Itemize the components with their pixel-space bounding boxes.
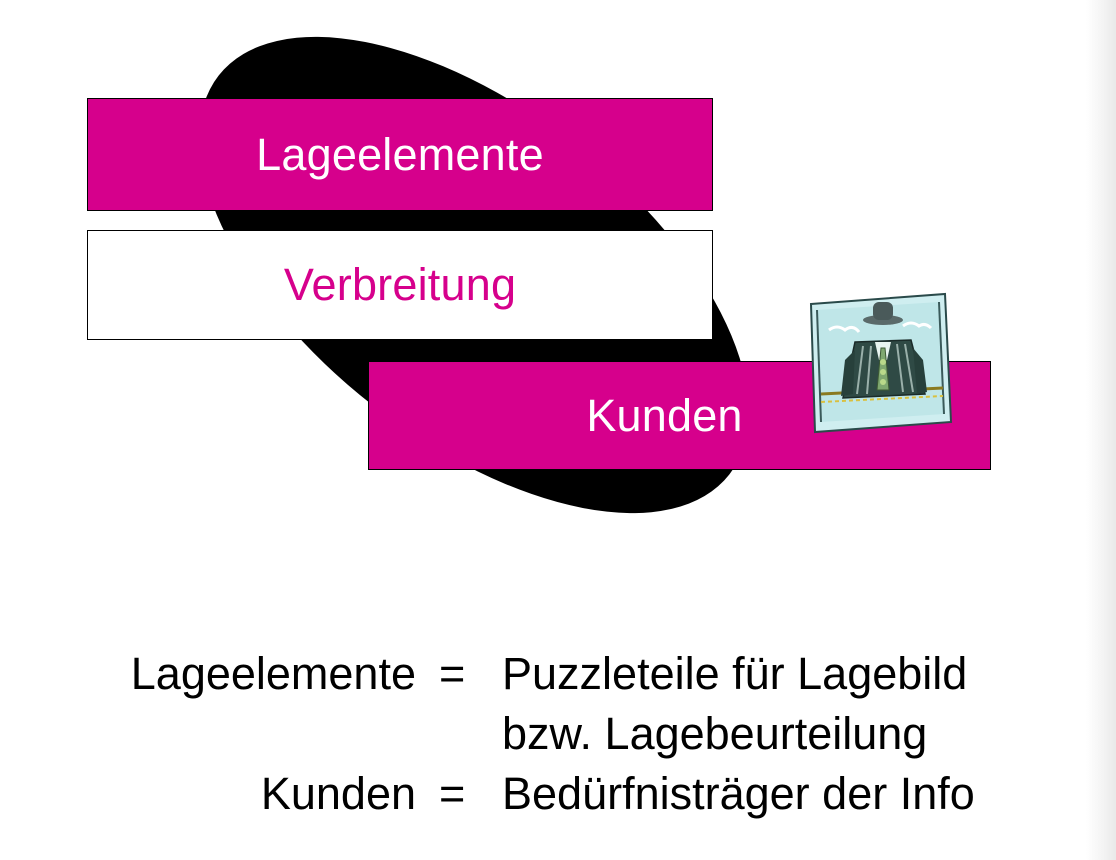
legend-row-kunden: Kunden = Bedürfnisträger der Info [0,768,1116,828]
box-kunden-label: Kunden [586,389,743,441]
legend-row-lageelemente: Lageelemente = Puzzleteile für Lagebild [0,648,1116,708]
box-lageelemente: Lageelemente [87,98,713,211]
legend-equals-sign: = [439,648,466,699]
legend-term: Kunden [260,768,416,819]
right-edge-fade [1086,0,1116,860]
box-verbreitung-label: Verbreitung [283,259,517,310]
diagram: Lageelemente Verbreitung Kunden [87,36,991,514]
businessman-clipart-icon [809,292,953,434]
legend-definition: Bedürfnisträger der Info [502,768,975,819]
box-lageelemente-label: Lageelemente [256,128,544,180]
legend: Lageelemente = Puzzleteile für Lagebild … [0,630,1116,830]
legend-term: Lageelemente [130,648,416,699]
legend-row-continuation: bzw. Lagebeurteilung [0,708,1116,768]
legend-equals-sign: = [439,768,466,819]
legend-definition: bzw. Lagebeurteilung [502,708,928,759]
box-verbreitung: Verbreitung [87,230,713,340]
legend-definition: Puzzleteile für Lagebild [502,648,968,699]
